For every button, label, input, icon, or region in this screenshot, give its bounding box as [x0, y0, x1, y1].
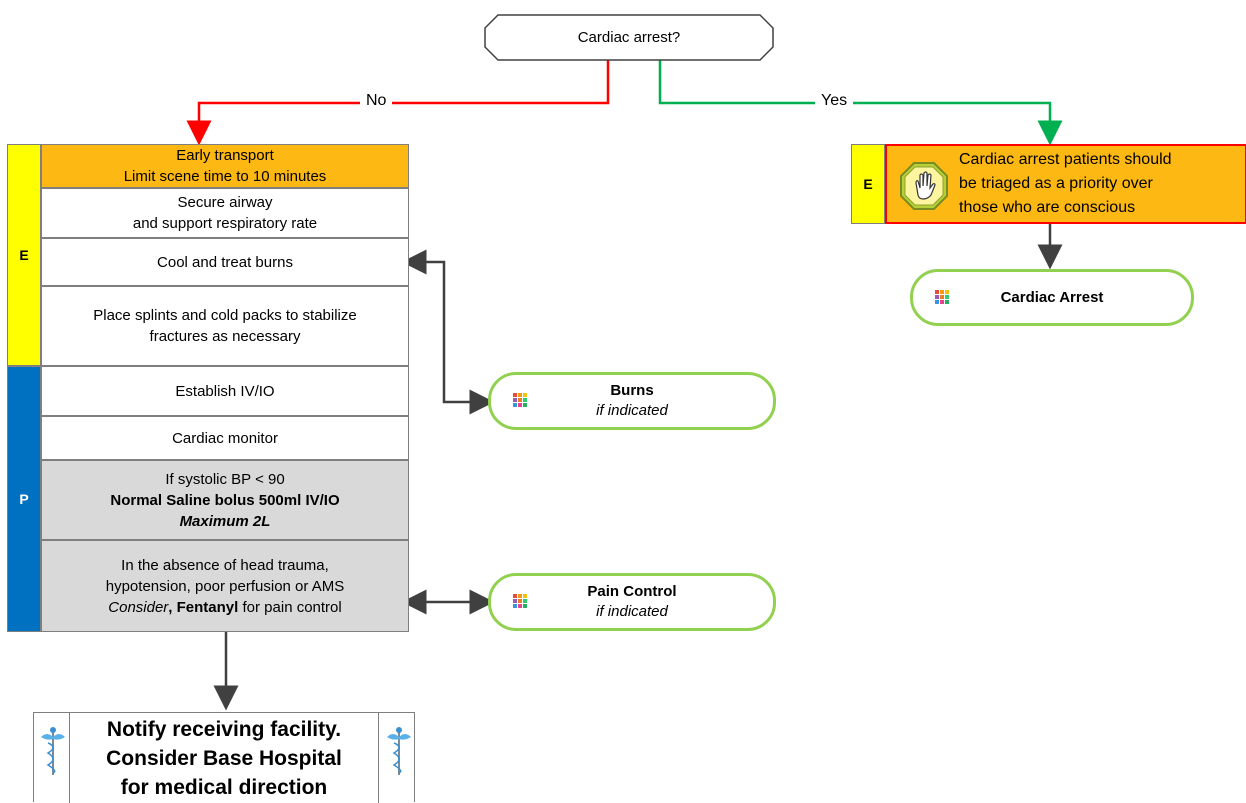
- priority-note: Cardiac arrest patients should be triage…: [885, 144, 1246, 224]
- stop-hand-icon: [900, 162, 948, 210]
- caduceus-icon: [41, 727, 65, 775]
- notify-text: Notify receiving facility. Consider Base…: [106, 717, 342, 799]
- ref-cardiac-arrest[interactable]: Cardiac Arrest: [910, 269, 1194, 326]
- yes-label: Yes: [815, 92, 854, 110]
- ref-pain-control[interactable]: Pain Control if indicated: [488, 573, 776, 631]
- splints-cell: Place splints and cold packs to stabiliz…: [41, 286, 409, 366]
- cardiac-monitor-cell: Cardiac monitor: [41, 416, 409, 460]
- decision-text: Cardiac arrest?: [577, 29, 681, 46]
- establish-iv-cell: Establish IV/IO: [41, 366, 409, 416]
- protocol-grid-icon: [935, 290, 949, 304]
- protocol-grid-icon: [513, 393, 527, 407]
- bar-e-right: E: [851, 144, 885, 224]
- burns-link-arrow: [401, 249, 495, 415]
- bar-p-left: P: [7, 366, 41, 632]
- no-branch-arrow: [186, 60, 610, 146]
- cool-burns-cell: Cool and treat burns: [41, 238, 409, 286]
- fentanyl-cell: In the absence of head trauma, hypotensi…: [41, 540, 409, 632]
- ref-burns[interactable]: Burns if indicated: [488, 372, 776, 430]
- decision-node: Cardiac arrest?: [484, 14, 774, 61]
- no-label: No: [360, 92, 393, 110]
- secure-airway-cell: Secure airway and support respiratory ra…: [41, 188, 409, 238]
- bar-e-left: E: [7, 144, 41, 366]
- early-transport-cell: Early transport Limit scene time to 10 m…: [41, 144, 409, 188]
- notify-box: Notify receiving facility. Consider Base…: [33, 712, 415, 803]
- caduceus-icon: [387, 727, 411, 775]
- protocol-grid-icon: [513, 594, 527, 608]
- yes-branch-arrow: [658, 60, 1063, 146]
- saline-cell: If systolic BP < 90 Normal Saline bolus …: [41, 460, 409, 540]
